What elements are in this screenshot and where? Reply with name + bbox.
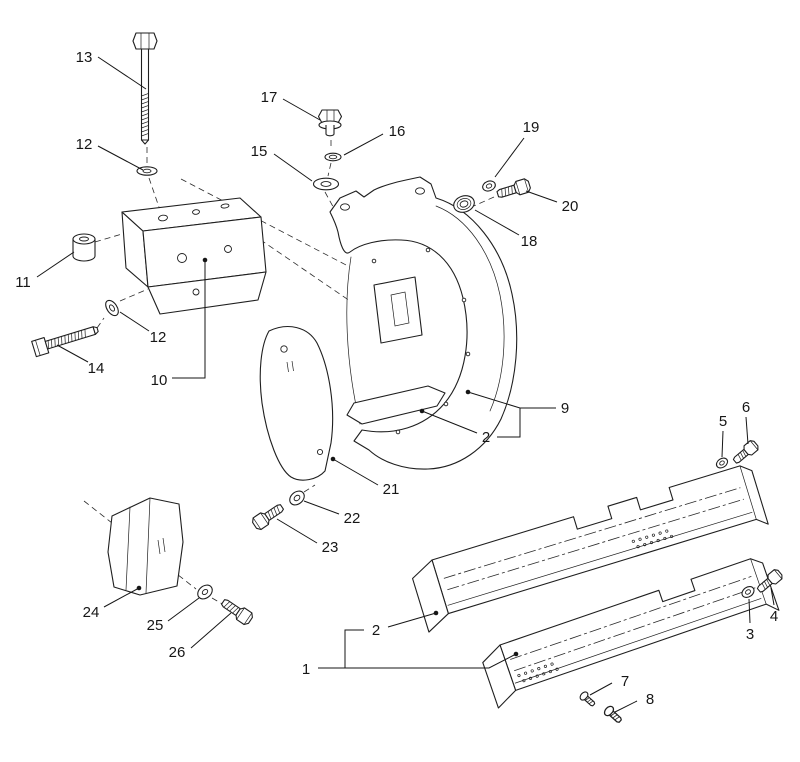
callout-leader-18 [474, 209, 520, 236]
callout-label-11: 11 [15, 274, 31, 291]
callout-leader-19 [494, 137, 525, 178]
part-washer-15 [312, 177, 340, 191]
callout-label-2a: 2 [482, 429, 490, 446]
part-bolt-23 [252, 504, 284, 531]
part-screw-8 [603, 705, 622, 723]
callout-label-1: 1 [302, 661, 310, 678]
callout-label-23: 23 [322, 539, 339, 556]
callout-label-12b: 12 [150, 329, 167, 346]
part-bolt-20 [496, 178, 531, 198]
callout-label-9: 9 [561, 400, 569, 417]
part-washer-16 [324, 152, 342, 162]
part-washer-25 [197, 584, 213, 600]
callout-dot-2b [433, 610, 439, 616]
callout-dot-9 [465, 389, 471, 395]
part-bolt-6 [732, 440, 759, 464]
callout-leader-2b [387, 612, 437, 628]
callout-leader-14 [56, 344, 89, 363]
part-screw-7 [579, 691, 596, 707]
part-plate-21 [259, 326, 334, 481]
part-bolt-4 [756, 569, 783, 593]
callout-leader-4 [770, 587, 775, 606]
part-washer-3 [741, 586, 755, 598]
part-bolt-13 [132, 32, 158, 145]
part-shield-24 [107, 497, 184, 596]
callout-leader-12a [97, 145, 144, 171]
callout-label-18: 18 [521, 233, 538, 250]
callout-label-6: 6 [742, 399, 750, 416]
group-bracket-9-2 [497, 408, 521, 438]
callout-leader-20 [525, 190, 558, 203]
callout-leader-1 [318, 653, 517, 669]
callout-leader-16 [343, 133, 384, 156]
callout-leader-10 [172, 260, 206, 379]
callout-leader-21 [332, 458, 379, 486]
callout-leader-22 [303, 500, 340, 515]
callout-label-7: 7 [621, 673, 629, 690]
callout-leader-8 [614, 700, 638, 713]
callout-leader-17 [282, 98, 321, 121]
callout-dot-24 [136, 585, 142, 591]
callout-label-8: 8 [646, 691, 654, 708]
callout-leader-2a [421, 410, 478, 434]
callout-label-15: 15 [251, 143, 268, 160]
part-bolt-26 [221, 599, 253, 626]
callout-label-10: 10 [151, 372, 168, 389]
rivet-holes-lower [517, 662, 559, 683]
callout-label-12a: 12 [76, 136, 93, 153]
callout-label-19: 19 [523, 119, 540, 136]
part-spacer-11 [72, 233, 96, 262]
callout-leader-15 [273, 153, 313, 182]
group-bracket-1-2 [344, 629, 364, 668]
part-washer-18 [453, 195, 475, 213]
callout-leader-5 [721, 430, 724, 458]
callout-label-14: 14 [88, 360, 105, 377]
callout-label-21: 21 [383, 481, 400, 498]
callout-dot-21 [330, 456, 336, 462]
parts-layer [31, 32, 783, 723]
callout-leader-24 [103, 587, 140, 608]
callout-leader-23 [276, 518, 318, 544]
callout-label-5: 5 [719, 413, 727, 430]
callout-label-4: 4 [770, 608, 778, 625]
callout-label-25: 25 [147, 617, 164, 634]
callout-leader-26 [190, 612, 232, 649]
callout-leader-3 [748, 598, 751, 624]
callout-label-22: 22 [344, 510, 361, 527]
callout-label-2b: 2 [372, 622, 380, 639]
part-bolt-14 [31, 326, 99, 358]
rivet-holes-upper [631, 529, 674, 549]
part-bolt-17 [317, 109, 343, 137]
part-washer-5 [715, 457, 729, 469]
callout-leader-25 [167, 597, 200, 622]
callout-label-26: 26 [169, 644, 186, 661]
part-washer-19 [482, 180, 496, 192]
callout-dot-10 [202, 257, 208, 263]
part-washer-22 [289, 490, 305, 506]
callout-label-13: 13 [76, 49, 93, 66]
callout-label-3: 3 [746, 626, 754, 643]
callout-dot-1 [513, 651, 519, 657]
callout-leader-7 [589, 682, 613, 696]
callout-leader-13 [97, 56, 147, 90]
callout-leader-6 [745, 416, 749, 445]
part-cover-upper-2 [412, 465, 769, 633]
callout-leader-11 [36, 251, 75, 278]
callout-leader-12b [119, 311, 150, 332]
part-housing-9-2 [329, 176, 518, 470]
part-cover-lower-1 [482, 558, 780, 709]
callout-label-20: 20 [562, 198, 579, 215]
callout-dot-2a [419, 408, 425, 414]
callout-label-16: 16 [389, 123, 406, 140]
callout-label-24: 24 [83, 604, 100, 621]
part-washer-12b [105, 299, 119, 317]
part-bracket-10 [121, 197, 267, 315]
callout-label-17: 17 [261, 89, 278, 106]
